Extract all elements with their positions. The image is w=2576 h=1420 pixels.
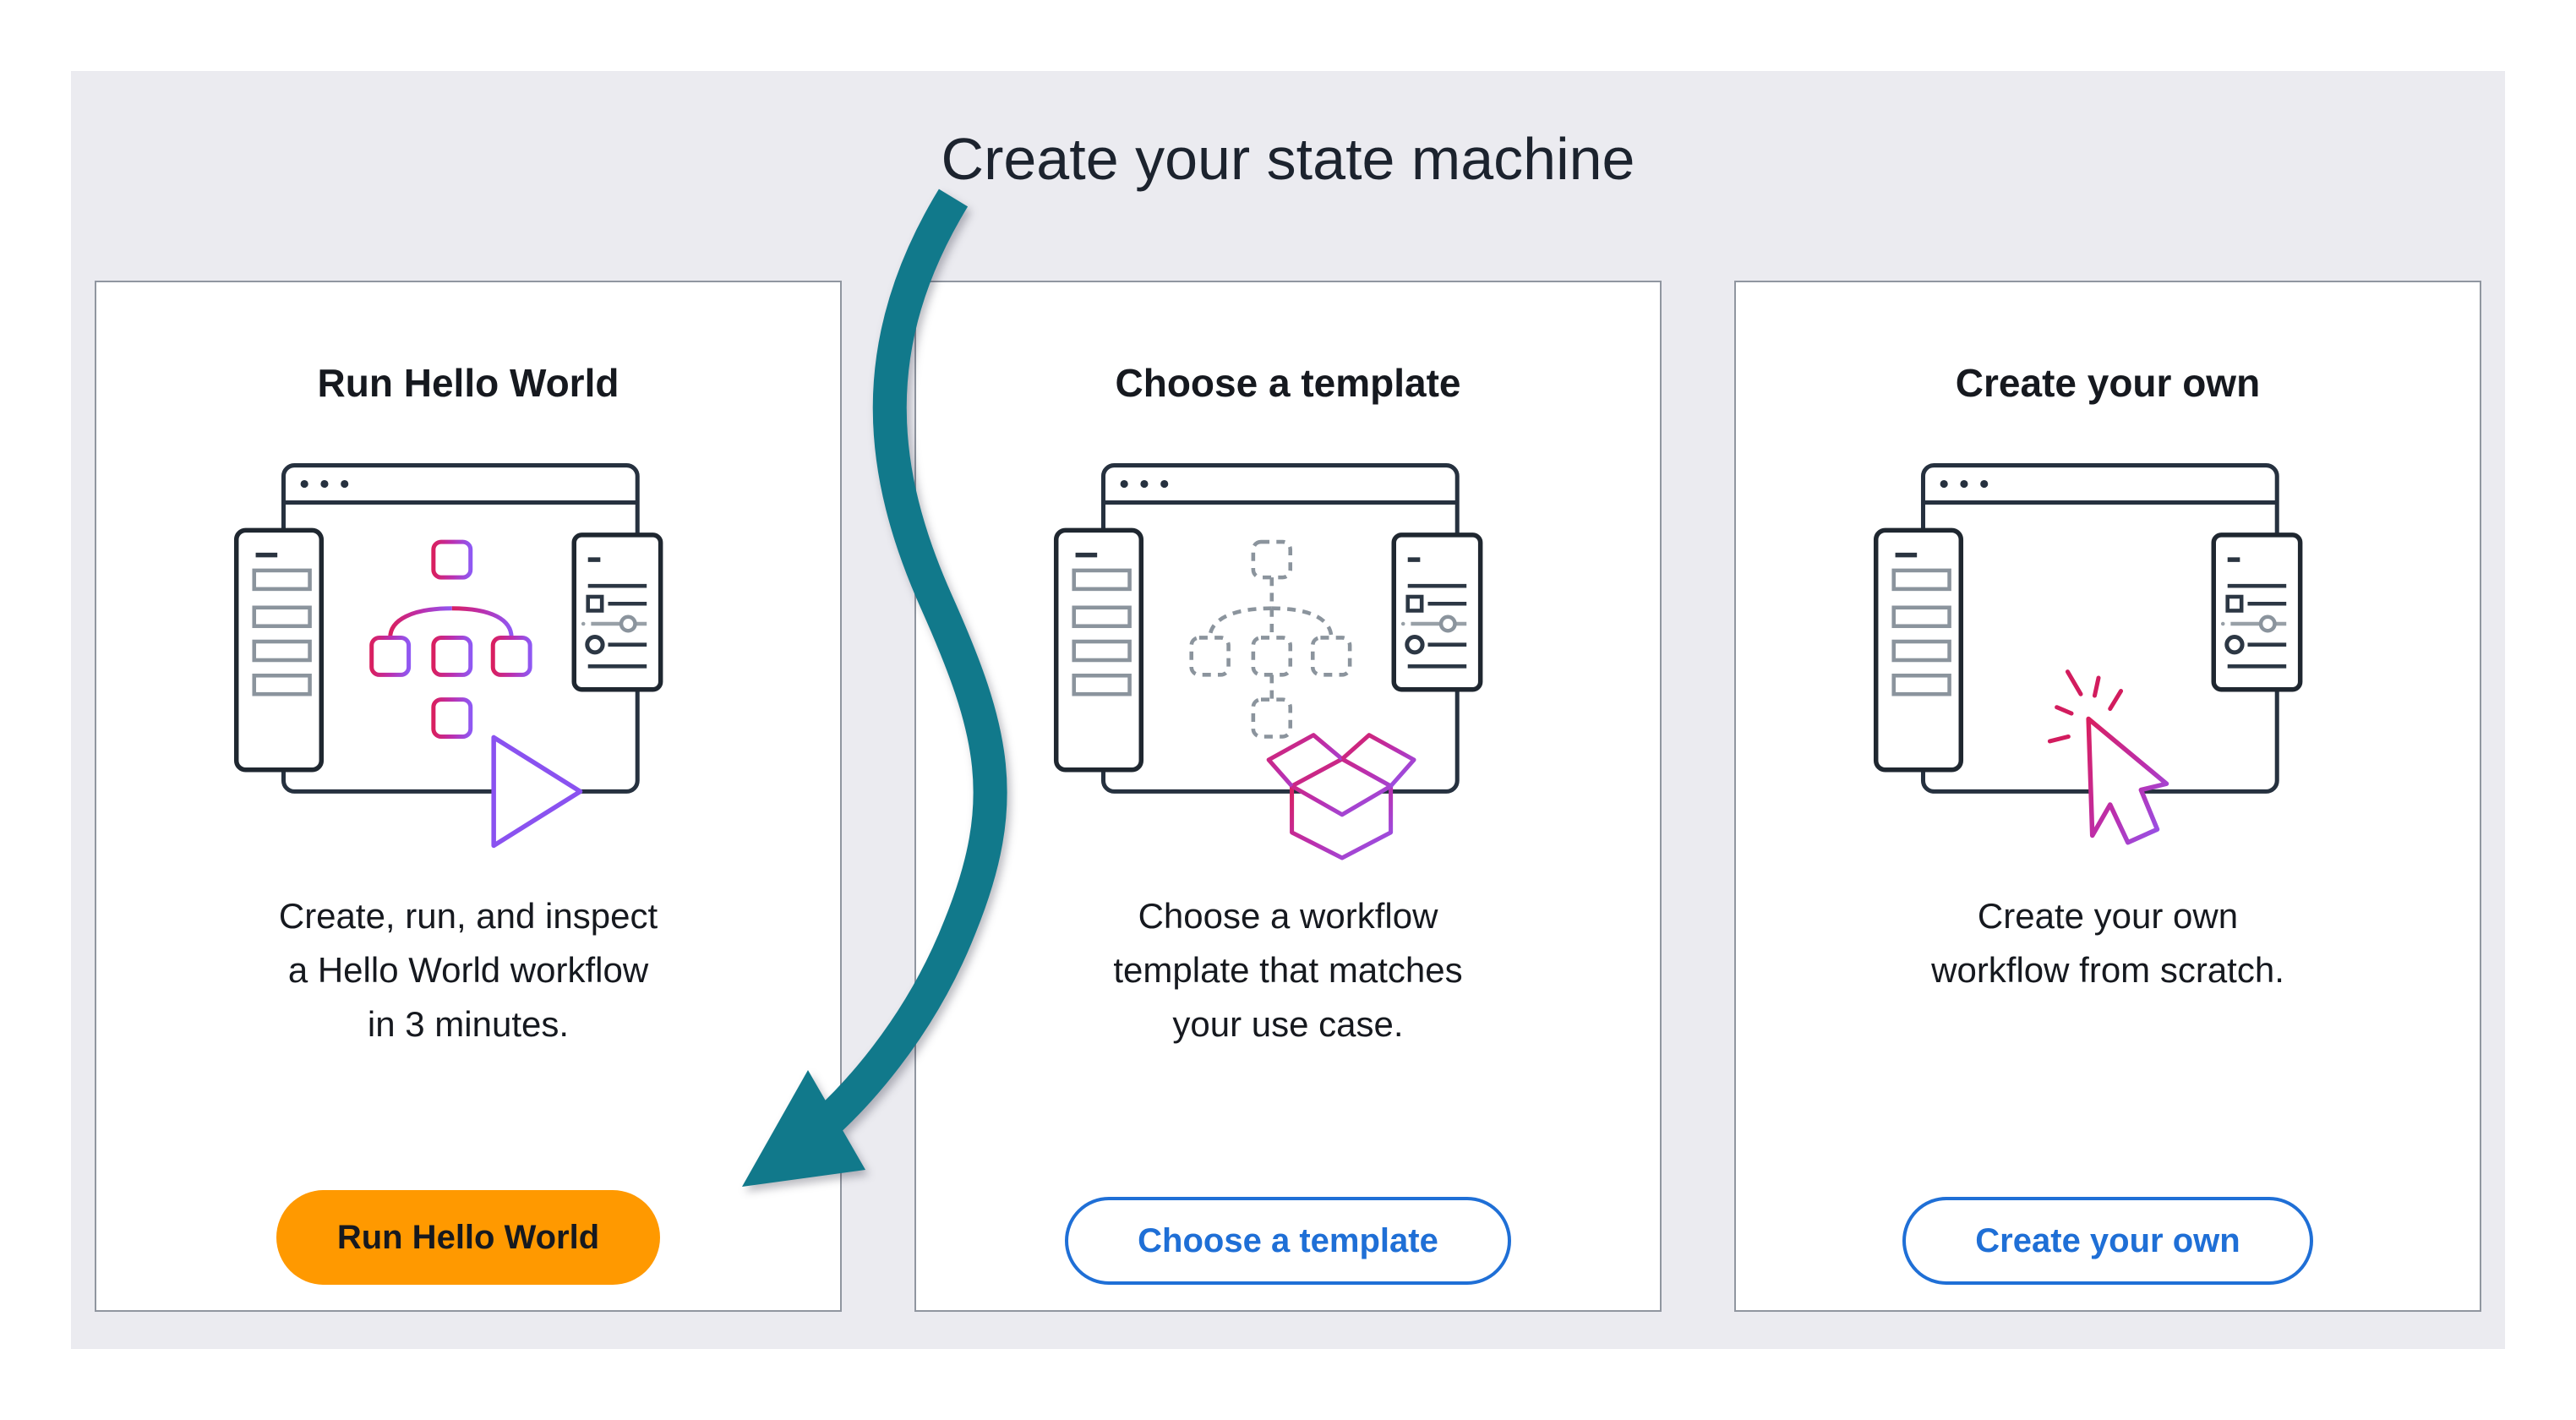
choose-template-button[interactable]: Choose a template bbox=[1065, 1197, 1511, 1285]
create-your-own-button[interactable]: Create your own bbox=[1902, 1197, 2313, 1285]
card-heading: Choose a template bbox=[1115, 361, 1461, 405]
card-description: Create, run, and inspect a Hello World w… bbox=[278, 896, 658, 1044]
option-cards: Run Hello World bbox=[95, 281, 2481, 1312]
page-title: Create your state machine bbox=[941, 126, 1635, 192]
run-hello-world-button[interactable]: Run Hello World bbox=[276, 1190, 661, 1285]
workflow-flowchart-play-illustration bbox=[233, 463, 663, 849]
card-choose-template: Choose a template bbox=[914, 281, 1662, 1312]
card-description: Choose a workflow template that matches … bbox=[1113, 896, 1463, 1044]
card-create-your-own: Create your own bbox=[1734, 281, 2481, 1312]
workflow-cursor-click-illustration bbox=[1873, 463, 2303, 845]
dialog-panel: Create your state machine Run Hello Worl… bbox=[71, 71, 2505, 1349]
card-heading: Create your own bbox=[1955, 361, 2261, 405]
card-run-hello-world: Run Hello World bbox=[95, 281, 842, 1312]
card-description: Create your own workflow from scratch. bbox=[1931, 896, 2284, 990]
card-heading: Run Hello World bbox=[317, 361, 619, 405]
workflow-dashed-flowchart-package-illustration bbox=[1053, 463, 1483, 860]
